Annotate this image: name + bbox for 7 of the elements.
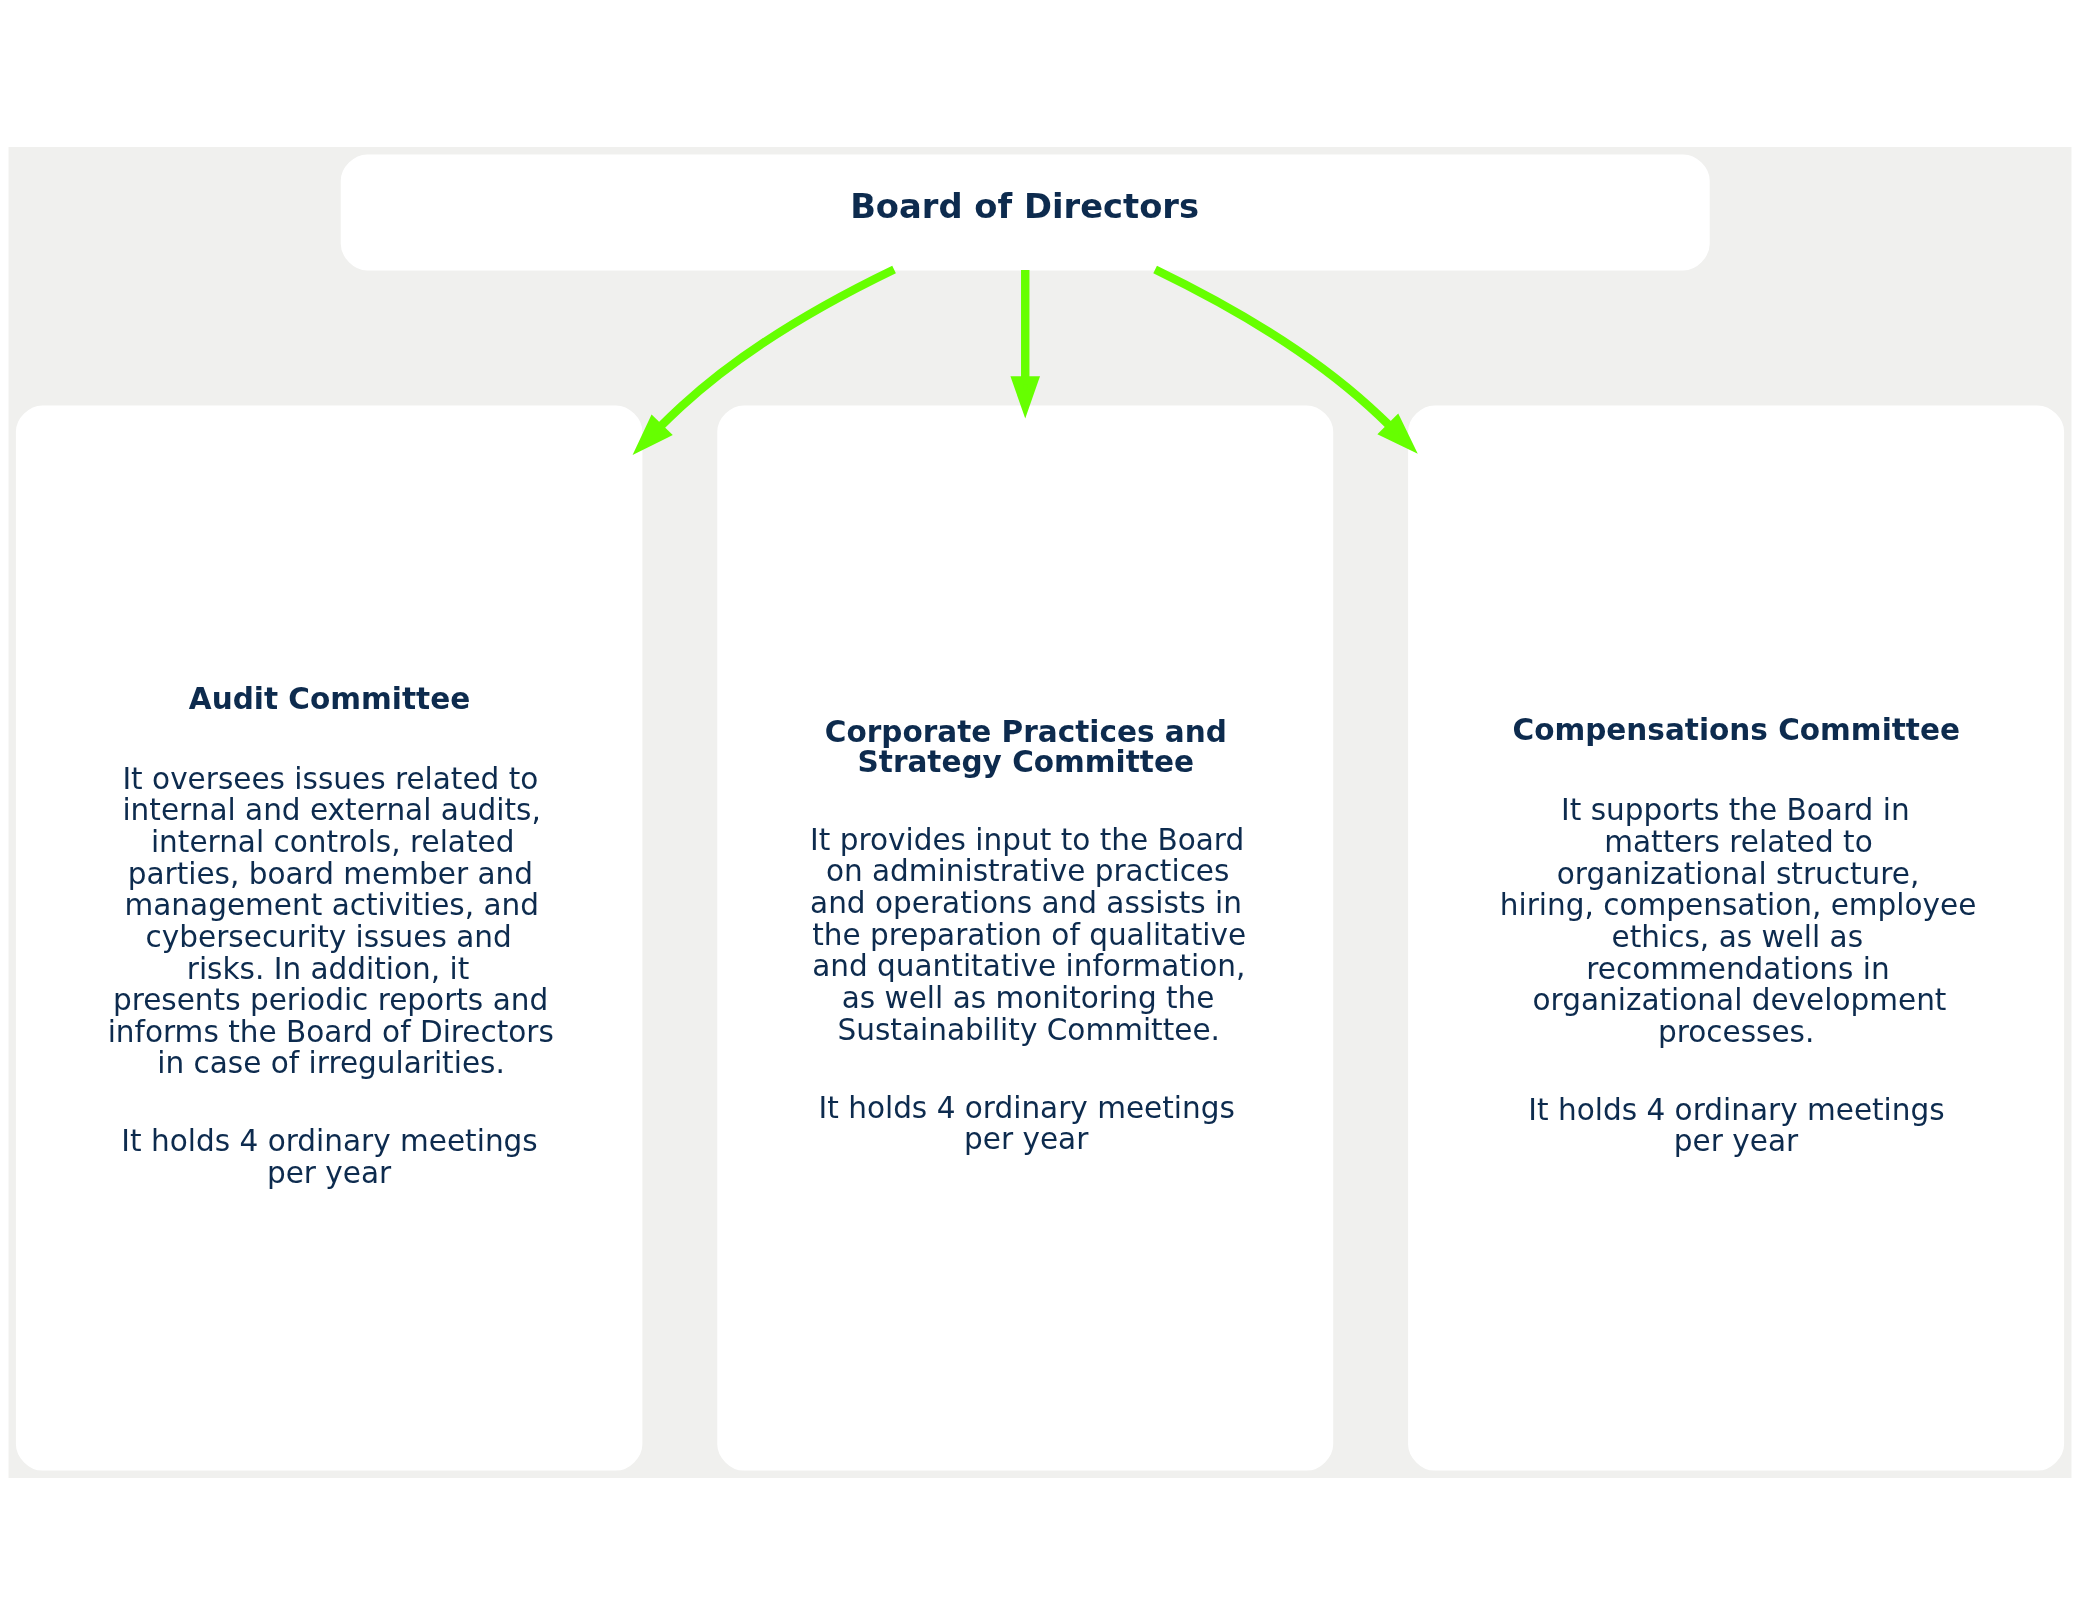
arrow [632, 265, 896, 455]
node-box: Corporate Practices and Strategy Committee It provides input to the Board on administrative practices and operations and assists in the preparation of qualitative and quantitative information, as well as monitoring the Sustainability Committee. It holds 4 ordinary meetings per year [717, 404, 1334, 1471]
arrow [1153, 265, 1418, 454]
arrow [1010, 269, 1041, 419]
node-box: Compensations Committee It supports the Board in matters related to organizational structure, hiring, compensation, employee ethics, as well as recommendations in organizational development processes. It holds 4 ordinary meetings per year [1408, 404, 2065, 1471]
node-box: Board of Directors [340, 153, 1710, 270]
node-box: Audit Committee It oversees issues related to internal and external audits, internal controls, related parties, board member and management activities, and cybersecurity issues and risks. In addition, it presents periodic reports and informs the Board of Directors in case of irregularities. It holds 4 ordinary meetings per year [15, 404, 643, 1471]
